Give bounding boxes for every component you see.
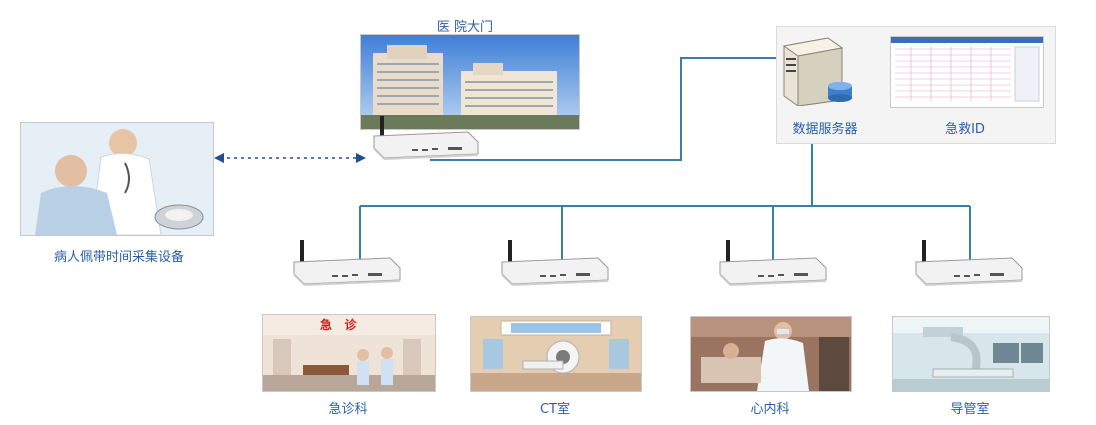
emergency-sign: 急 诊 bbox=[320, 318, 357, 332]
wireless-arrow-right bbox=[356, 153, 366, 163]
emergency-id-screen bbox=[890, 36, 1044, 108]
dept-label-cardiology: 心内科 bbox=[750, 402, 790, 417]
dept-label-emergency: 急诊科 bbox=[328, 402, 368, 417]
router-cath-lab bbox=[914, 240, 1023, 296]
wireless-arrow-left bbox=[214, 153, 224, 163]
cardiology-photo bbox=[690, 316, 852, 392]
gate-label: 医 院大门 bbox=[436, 20, 494, 35]
router-ct bbox=[500, 240, 609, 296]
gate-router bbox=[372, 116, 480, 162]
emergency-dept-photo bbox=[262, 314, 436, 392]
dept-label-ct: CT室 bbox=[539, 402, 571, 417]
dept-label-cath-lab: 导管室 bbox=[950, 402, 990, 417]
router-cardiology bbox=[718, 240, 827, 296]
patient-device-label: 病人佩带时间采集设备 bbox=[53, 250, 184, 265]
cath-lab-photo bbox=[892, 316, 1050, 392]
patient-device-photo bbox=[20, 122, 214, 236]
gate-server-link bbox=[430, 57, 776, 161]
ct-room-photo bbox=[470, 316, 642, 392]
database-server-icon bbox=[780, 36, 860, 107]
server-label: 数据服务器 bbox=[792, 122, 858, 137]
emergency-id-label: 急救ID bbox=[945, 122, 985, 137]
hospital-gate-photo bbox=[360, 34, 580, 130]
router-emergency bbox=[292, 240, 401, 296]
